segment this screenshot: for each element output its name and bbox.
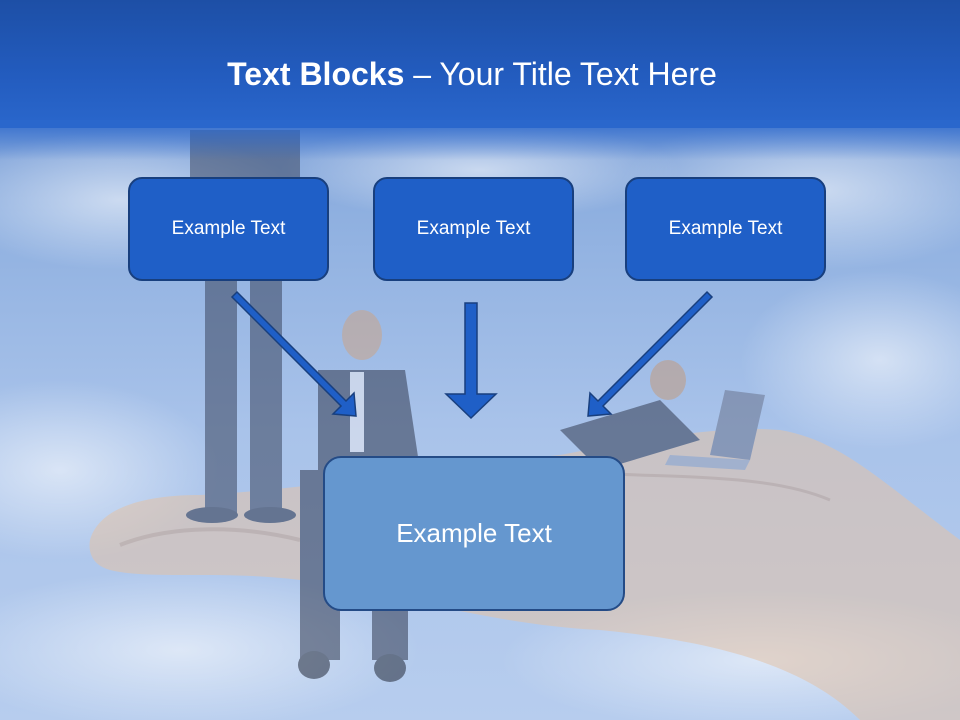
slide-title: Text Blocks – Your Title Text Here [0,54,944,94]
text-block-3-label: Example Text [668,218,783,239]
text-block-1[interactable]: Example Text [128,177,329,281]
text-block-1-label: Example Text [171,218,286,239]
title-rest: – Your Title Text Here [404,56,717,92]
text-block-3[interactable]: Example Text [625,177,826,281]
center-text-block[interactable]: Example Text [323,456,625,611]
center-text-block-label: Example Text [396,518,552,548]
arrow-middle [444,302,498,420]
arrow-left [230,290,357,417]
text-block-2-label: Example Text [416,218,531,239]
arrow-right [587,290,714,417]
title-bar-fade [0,120,960,160]
text-block-2[interactable]: Example Text [373,177,574,281]
title-bar [0,0,960,128]
title-bold: Text Blocks [227,56,405,92]
